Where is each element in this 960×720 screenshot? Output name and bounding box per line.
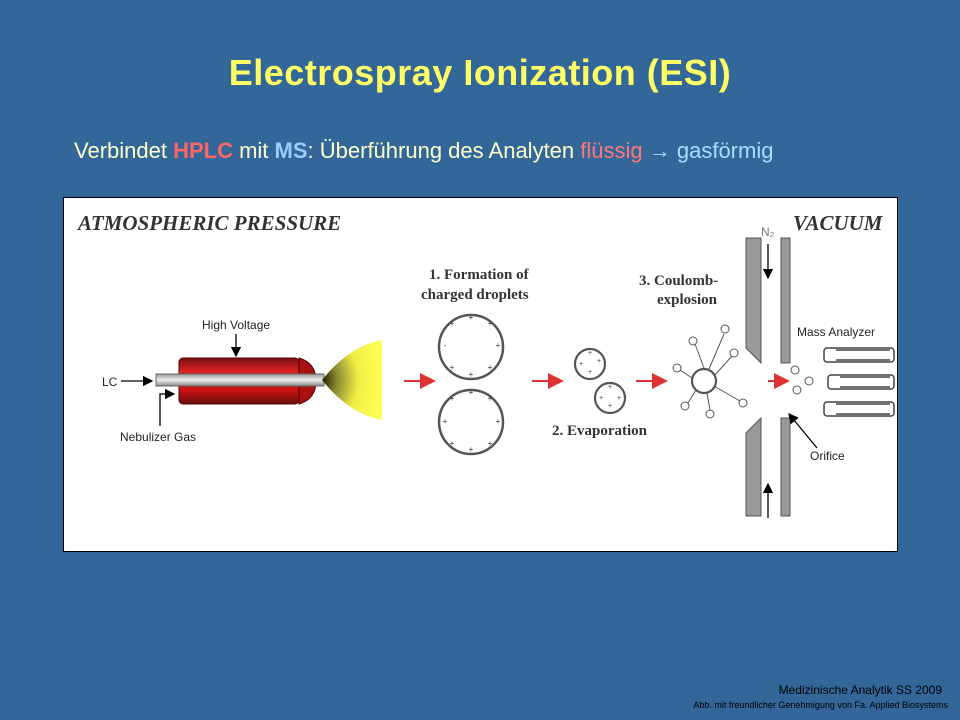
spray-plume	[322, 340, 382, 420]
svg-text:+: +	[608, 403, 612, 410]
mass-analyzer-rods	[823, 347, 895, 417]
nebulizer-arrow	[159, 388, 176, 426]
subtitle-arrow: →	[642, 138, 677, 163]
step2-label: 2. Evaporation	[552, 423, 648, 439]
subtitle-fluessig: flüssig	[580, 138, 643, 163]
step3-label-line2: explosion	[657, 292, 718, 308]
slide-subtitle: Verbindet HPLC mit MS: Überführung des A…	[74, 138, 773, 164]
atmospheric-pressure-label: ATMOSPHERIC PRESSURE	[76, 211, 341, 235]
svg-text:+: +	[588, 350, 592, 357]
svg-text:+: +	[579, 361, 583, 368]
droplet-small-2	[593, 381, 627, 415]
droplet-small-charges: + + + + + + + +	[579, 350, 621, 410]
svg-text:+: +	[597, 358, 601, 365]
slide-title: Electrospray Ionization (ESI)	[228, 52, 732, 93]
svg-text:+: +	[617, 395, 621, 402]
orifice-arrow	[788, 412, 818, 449]
esi-needle	[155, 357, 325, 405]
droplet-large-2	[437, 388, 505, 456]
svg-text:+: +	[443, 417, 448, 426]
svg-text:+: +	[488, 319, 493, 328]
svg-text:+: +	[588, 369, 592, 376]
svg-text:+: +	[488, 363, 493, 372]
svg-text:+: +	[469, 388, 474, 397]
orifice-plates	[745, 237, 791, 517]
droplet-charges-1: + + + + + + - +	[444, 313, 501, 379]
coulomb-fragments	[672, 324, 748, 419]
subtitle-text-2: mit	[232, 138, 275, 163]
step1-label-line1: 1. Formation of	[429, 267, 530, 283]
svg-text:+: +	[469, 313, 474, 322]
step3-label-line1: 3. Coulomb-	[639, 273, 718, 289]
subtitle-text-1: Verbindet	[74, 138, 174, 163]
svg-text:+: +	[496, 341, 501, 350]
nebulizer-gas-label: Nebulizer Gas	[120, 430, 196, 444]
droplet-small-1	[573, 347, 607, 381]
footer-credit: Abb. mit freundlicher Genehmigung von Fa…	[693, 700, 948, 710]
svg-text:+: +	[450, 394, 455, 403]
svg-text:+: +	[488, 394, 493, 403]
svg-text:+: +	[488, 439, 493, 448]
svg-text:+: +	[450, 319, 455, 328]
droplet-charges-2: + + + + + + + +	[443, 388, 501, 454]
svg-text:+: +	[608, 384, 612, 391]
svg-text:+: +	[450, 439, 455, 448]
vacuum-label: VACUUM	[793, 211, 884, 235]
svg-text:+: +	[450, 363, 455, 372]
esi-diagram: ATMOSPHERIC PRESSURE VACUUM High Voltage…	[63, 197, 898, 552]
svg-text:-: -	[444, 341, 447, 350]
subtitle-gasfoermig: gasförmig	[676, 138, 774, 163]
orifice-label: Orifice	[810, 449, 845, 463]
esi-diagram-svg: ATMOSPHERIC PRESSURE VACUUM High Voltage…	[76, 211, 895, 518]
subtitle-hplc: HPLC	[173, 138, 233, 163]
lc-label: LC	[102, 375, 118, 389]
step1-label-line2: charged droplets	[421, 287, 529, 303]
subtitle-ms: MS	[274, 138, 308, 163]
mass-analyzer-label: Mass Analyzer	[797, 325, 875, 339]
n2-label: N₂	[761, 225, 775, 239]
droplet-large-1	[437, 313, 505, 381]
svg-text:+: +	[599, 395, 603, 402]
svg-text:+: +	[496, 417, 501, 426]
svg-text:+: +	[469, 370, 474, 379]
coulomb-droplet	[690, 367, 718, 395]
footer-course: Medizinische Analytik SS 2009	[778, 683, 942, 697]
subtitle-text-3: : Überführung des Analyten	[307, 138, 581, 163]
high-voltage-label: High Voltage	[202, 318, 270, 332]
svg-text:+: +	[469, 445, 474, 454]
ions-vacuum	[790, 365, 814, 395]
